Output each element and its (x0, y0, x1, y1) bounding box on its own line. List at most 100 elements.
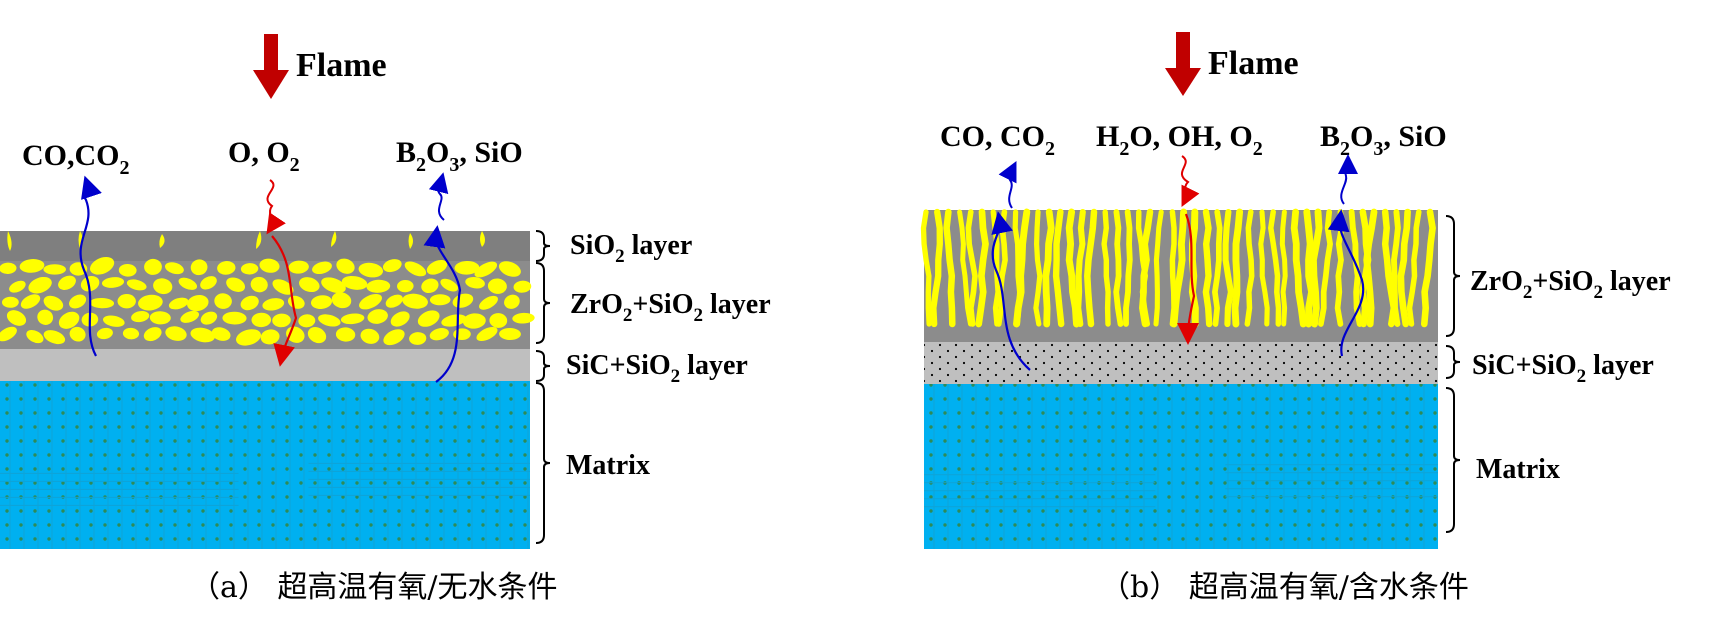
zro2-particle (102, 315, 125, 327)
b2o3-escape-arrow-top (1337, 154, 1358, 205)
zro2-column (1397, 208, 1411, 328)
matrix-layer (0, 381, 530, 549)
co-escape-arrow (79, 175, 102, 357)
zro2-particle (299, 277, 320, 293)
zro2-particle (190, 259, 208, 276)
zro2-particle (417, 310, 440, 327)
zro2-particle (440, 278, 459, 292)
zro2-particle (385, 294, 403, 308)
zro2-column (1084, 208, 1098, 328)
sio2-surface-particles (7, 231, 485, 251)
zro2-particle (504, 294, 520, 309)
zro2-particle (404, 261, 427, 277)
zro2-particle (359, 293, 382, 310)
zro2-particle (312, 261, 332, 275)
zro2-column (1244, 209, 1255, 327)
zro2-particle (272, 313, 291, 328)
co-escape-arrow (991, 211, 1031, 371)
zro2-particle (358, 262, 384, 278)
zro2-particle (143, 327, 162, 342)
zro2-particle (164, 262, 184, 275)
zro2-particle (341, 275, 368, 290)
zro2-particle (58, 275, 76, 290)
matrix-fiber-lines (924, 384, 1438, 549)
zro2-particle (310, 295, 333, 309)
zro2-column (1123, 209, 1133, 327)
oxygen-inward-arrow-top (266, 179, 286, 235)
layer-label-matrix: Matrix (566, 450, 650, 481)
zro2-column (1052, 208, 1065, 328)
zro2-particle (367, 309, 388, 324)
species-o-o2: O, O2 (228, 136, 300, 176)
layer-braces (1445, 215, 1461, 533)
zro2-particle (426, 259, 448, 275)
flame-label: Flame (296, 47, 387, 84)
zro2-particle (251, 312, 272, 328)
zro2-particle (58, 311, 80, 329)
zro2-particle (260, 329, 280, 345)
zro2-column (1231, 208, 1244, 328)
zro2-particle (37, 309, 54, 325)
zro2-column (920, 209, 932, 327)
zro2-particle (402, 293, 428, 309)
zro2-column (1421, 208, 1436, 328)
zro2-particle (2, 296, 19, 308)
zro2-column (1101, 209, 1111, 327)
zro2-particle (28, 276, 52, 294)
zro2-particle (409, 332, 427, 345)
zro2-particle (236, 329, 261, 346)
b2o3-escape-arrow (1327, 209, 1365, 357)
zro2-particle (335, 327, 356, 342)
zro2-particle (331, 292, 352, 309)
zro2-particle (80, 275, 100, 292)
layer-label-sio2: SiO2 layer (570, 230, 692, 267)
zro2-particle (499, 327, 521, 341)
zro2-particle (217, 261, 236, 275)
flame-arrow-icon (1165, 32, 1201, 96)
zro2-column (1188, 208, 1199, 328)
zro2-column (1212, 209, 1223, 327)
oxidant-inward-arrow (1177, 213, 1200, 345)
zro2-column (1268, 209, 1282, 327)
zro2-particle (240, 263, 259, 275)
zro2-particle (259, 258, 280, 273)
zro2-particle (318, 314, 341, 327)
zro2-particle (96, 327, 113, 340)
zro2-particle (178, 277, 198, 290)
zro2-particle (498, 261, 521, 277)
zro2-particle (101, 277, 125, 288)
zro2-particle (479, 295, 498, 310)
zro2-particle (0, 262, 17, 275)
zro2-particle (366, 279, 391, 293)
zro2-particle (149, 311, 171, 325)
species-b2o3-sio: B2O3, SiO (396, 136, 523, 176)
zro2-particle (144, 258, 162, 275)
zro2-particle (26, 330, 44, 344)
zro2-column (1406, 209, 1422, 327)
panel-b: Flame CO, CO2 H2O, OH, O2 B2O3, SiO ZrO2… (920, 32, 1671, 605)
zro2-particle (429, 294, 451, 306)
panel-a: Flame CO,CO2 O, O2 B2O3, SiO (0, 34, 771, 605)
layer-label-sic-sio2: SiC+SiO2 layer (1472, 350, 1654, 387)
b2o3-escape-arrow-top (428, 172, 449, 221)
zro2-particle (138, 294, 163, 311)
species-h2o-oh-o2: H2O, OH, O2 (1096, 120, 1263, 160)
zro2-particle (43, 264, 66, 275)
species-co-co2: CO, CO2 (940, 120, 1055, 160)
zro2-particle (200, 276, 217, 290)
zro2-column (1065, 208, 1080, 328)
zro2-column (1033, 209, 1043, 327)
zro2-particle (180, 310, 200, 323)
zro2-particle (390, 311, 410, 327)
zro2-particle (226, 277, 246, 292)
zro2-particle (187, 295, 209, 312)
oxygen-inward-arrow (271, 235, 298, 367)
zro2-particle (190, 327, 215, 343)
matrix-fiber-lines (0, 381, 530, 549)
zro2-particle (476, 326, 498, 342)
zro2-column (1153, 209, 1164, 327)
oxidant-inward-arrow-top (1181, 155, 1200, 207)
caption-a: （a） 超高温有氧/无水条件 (190, 570, 558, 605)
zro2-column (1309, 208, 1323, 328)
zro2-column (965, 209, 978, 327)
